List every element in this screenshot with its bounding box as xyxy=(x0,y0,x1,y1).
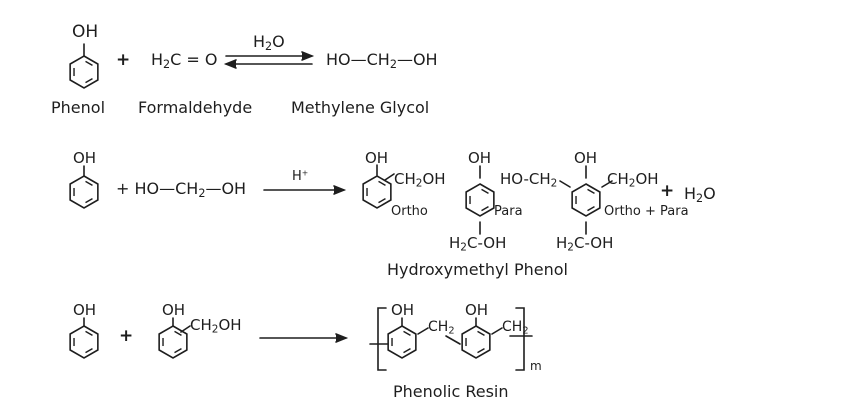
ortho-oh: OH xyxy=(365,149,389,167)
plus-sign-water: + xyxy=(660,181,675,201)
ortho-ring xyxy=(362,175,392,209)
resin-left-bracket xyxy=(377,307,387,371)
reactant-oh-r3: OH xyxy=(162,301,186,319)
phenol-oh-label-r2: OH xyxy=(73,149,97,167)
ortho-para-oh: OH xyxy=(574,149,598,167)
plus-sign-r1: + xyxy=(116,50,131,70)
resin-link-c xyxy=(491,327,503,335)
reaction-arrow-r3 xyxy=(259,333,349,343)
plus-sign-r3: + xyxy=(119,326,134,346)
equilibrium-arrow xyxy=(223,51,315,69)
reactant-ring-r3 xyxy=(158,325,188,359)
reactant-ch2oh-r3: CH2OH xyxy=(190,316,242,336)
phenol-oh-label-r3: OH xyxy=(73,301,97,319)
resin-oh-left: OH xyxy=(391,301,415,319)
plus-glycol-r2: + HO—CH2—OH xyxy=(116,179,247,200)
ortho-para-ring xyxy=(571,183,601,217)
formaldehyde-label: Formaldehyde xyxy=(138,98,253,117)
ch2oh-bond-ortho xyxy=(384,173,395,181)
formaldehyde-formula: H2C = O xyxy=(151,50,218,71)
acid-catalyst: H+ xyxy=(292,168,309,184)
methylene-glycol-formula: HO—CH2—OH xyxy=(326,50,438,71)
resin-oh-right: OH xyxy=(465,301,489,319)
phenol-ring-r3 xyxy=(69,325,99,359)
para-h2c-oh: H2C-OH xyxy=(449,234,507,254)
reaction-arrow-r2 xyxy=(263,185,347,195)
ortho-ch2oh: CH2OH xyxy=(394,170,446,190)
resin-subscript-m: m xyxy=(530,359,542,373)
water-over-arrow: H2O xyxy=(253,32,285,53)
ortho-para-ho-ch2: HO-CH2 xyxy=(500,170,558,190)
phenol-oh-label-r1: OH xyxy=(72,22,99,42)
ortho-label: Ortho xyxy=(391,204,428,219)
para-ring xyxy=(465,183,495,217)
resin-ch2-a: CH2 xyxy=(428,319,455,337)
methylene-glycol-label: Methylene Glycol xyxy=(291,98,430,117)
resin-link-a xyxy=(417,327,429,335)
hydroxymethyl-phenol-label: Hydroxymethyl Phenol xyxy=(387,260,568,279)
resin-ring-right xyxy=(461,325,491,359)
phenol-label: Phenol xyxy=(51,98,106,117)
resin-ring-left xyxy=(387,325,417,359)
resin-ch2-b: CH2 xyxy=(502,319,529,337)
phenol-ring-r1 xyxy=(69,55,99,89)
water-product: H2O xyxy=(684,184,716,205)
resin-link-b xyxy=(445,335,461,345)
resin-right-bracket xyxy=(515,307,525,371)
ortho-para-ch2oh: CH2OH xyxy=(607,170,659,190)
phenolic-resin-label: Phenolic Resin xyxy=(393,382,509,401)
ortho-para-h2c-oh: H2C-OH xyxy=(556,234,614,254)
para-label: Para xyxy=(494,204,523,219)
right-ch2oh-bond-op xyxy=(601,180,613,188)
ortho-para-label: Ortho + Para xyxy=(604,204,689,219)
para-oh: OH xyxy=(468,149,492,167)
left-ch2oh-bond-op xyxy=(559,180,571,188)
phenol-ring-r2 xyxy=(69,175,99,209)
